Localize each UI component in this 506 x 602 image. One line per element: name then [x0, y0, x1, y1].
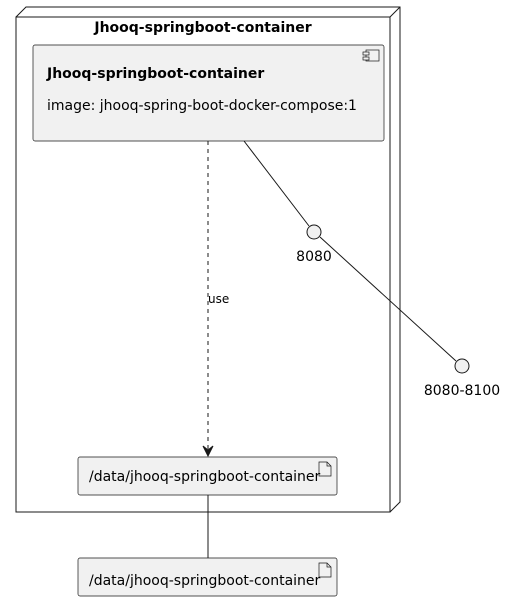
- port-mapping-link: [319, 236, 457, 362]
- artifact-inner: /data/jhooq-springboot-container: [77, 456, 338, 496]
- use-label: use: [208, 292, 229, 306]
- node-title: Jhooq-springboot-container: [93, 20, 311, 36]
- component-image: image: jhooq-spring-boot-docker-compose:…: [47, 98, 357, 114]
- interface-8080-label: 8080: [296, 249, 332, 265]
- use-arrow: use: [202, 141, 229, 458]
- component-port-link: [243, 140, 310, 227]
- component-box: Jhooq-springboot-container image: jhooq-…: [32, 44, 385, 142]
- interface-8080-8100: 8080-8100: [424, 358, 500, 399]
- artifact-outer: /data/jhooq-springboot-container: [77, 557, 338, 597]
- interface-8080: 8080: [296, 224, 332, 265]
- artifact-icon: [318, 461, 332, 477]
- interface-8080-8100-label: 8080-8100: [424, 383, 500, 399]
- component-icon: [362, 49, 380, 62]
- artifact-inner-label: /data/jhooq-springboot-container: [89, 469, 321, 485]
- artifact-icon: [318, 562, 332, 578]
- artifact-outer-label: /data/jhooq-springboot-container: [89, 573, 321, 589]
- component-title: Jhooq-springboot-container: [46, 66, 264, 82]
